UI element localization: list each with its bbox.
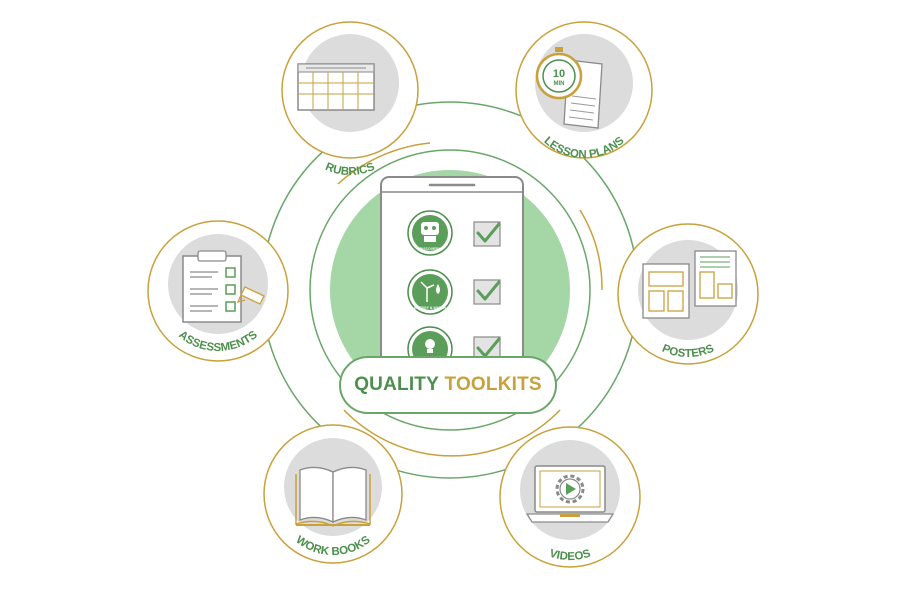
tool-label: RUBRICS	[323, 161, 376, 178]
checkbox-checked	[473, 221, 501, 247]
inner-ring	[309, 149, 591, 431]
tool-label: VIDEOS	[548, 548, 593, 564]
badge-label: DISCOVERY	[420, 247, 441, 251]
tool-label: POSTERS	[660, 343, 716, 361]
phone: DISCOVERY ENERGY & WATER	[380, 176, 524, 378]
quality-toolkits-title: QUALITY TOOLKITS	[339, 356, 557, 414]
clipboard-checklist-icon	[182, 250, 242, 323]
gear-play-icon	[555, 474, 585, 504]
timer-value: 10	[553, 68, 565, 80]
open-book-icon	[295, 466, 371, 527]
tool-lesson-plans[interactable]: 10 MIN LESSON PLANS	[515, 21, 653, 161]
gold-accent-arc	[343, 409, 561, 457]
robot-icon	[421, 222, 439, 242]
tool-assessments[interactable]: ASSESSMENTS	[147, 220, 289, 362]
stopwatch-icon: 10 MIN	[535, 47, 583, 100]
poster-icon	[694, 250, 737, 307]
gold-accent-arc	[337, 142, 431, 185]
badge-energy-water: ENERGY & WATER	[407, 269, 453, 315]
tool-rubrics[interactable]: RUBRICS	[281, 21, 419, 178]
tool-posters[interactable]: POSTERS	[617, 223, 759, 365]
rubric-table-icon	[297, 63, 375, 111]
badge-label: ENERGY & WATER	[414, 306, 446, 310]
gold-accent-arc	[579, 209, 603, 291]
badge-discovery: DISCOVERY	[407, 210, 453, 256]
badge-light	[407, 326, 453, 363]
wind-turbine-icon	[420, 281, 440, 302]
checkbox-checked	[473, 279, 501, 305]
pencil-icon	[236, 286, 265, 305]
tool-videos[interactable]: VIDEOS	[499, 426, 641, 568]
lightbulb-icon	[425, 339, 435, 353]
tool-work-books[interactable]: WORK BOOKS	[263, 424, 403, 564]
title-part-toolkits: TOOLKITS	[444, 374, 542, 395]
poster-icon	[642, 263, 690, 319]
title-part-quality: QUALITY	[354, 374, 439, 395]
timer-unit: MIN	[554, 81, 565, 87]
